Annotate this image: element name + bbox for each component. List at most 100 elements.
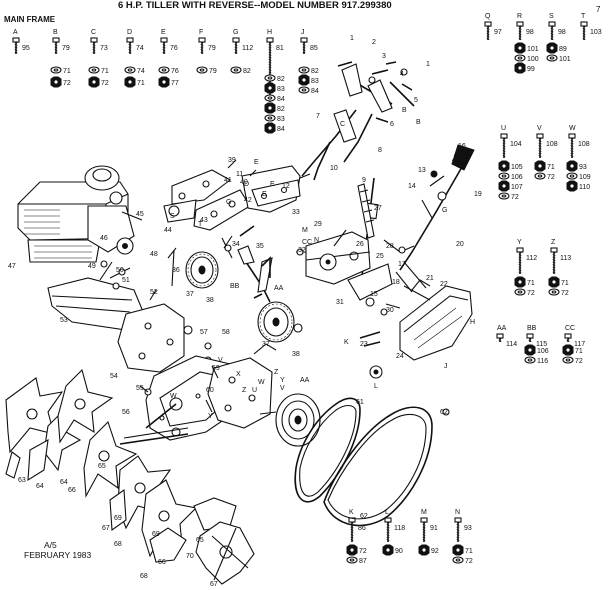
washer: [264, 74, 276, 82]
callout-handle: 15: [370, 291, 378, 298]
part-number: 72: [101, 80, 109, 87]
callout-tines: 64: [60, 479, 68, 486]
bolt-thread: [386, 536, 390, 539]
part-number: 105: [511, 164, 523, 171]
nut-hole: [302, 78, 306, 82]
hardware-letter: B: [53, 29, 58, 36]
hardware-letter: F: [199, 29, 203, 36]
hardware-right-groups: Q97R9810110099S9889101T103U1041051061077…: [346, 13, 602, 565]
hardware-letter: Z: [551, 239, 556, 246]
part-number: 95: [22, 45, 30, 52]
bolt-thread: [538, 150, 542, 152]
washer: [498, 192, 510, 200]
bolt-thread: [268, 44, 272, 46]
callout-frame: 56: [122, 409, 130, 416]
bolt-head: [420, 517, 428, 523]
callout-wheels: AA: [274, 285, 284, 292]
bolt-thread: [456, 534, 460, 536]
callout-tines: 64: [36, 483, 44, 490]
nut-hole: [518, 66, 522, 70]
hardware-letter: R: [517, 13, 522, 20]
bolt-thread: [54, 51, 58, 54]
callout-handle: 1: [426, 61, 430, 68]
bolt-head: [160, 37, 168, 43]
washer-hole: [565, 358, 571, 362]
bolt-thread: [570, 145, 574, 147]
part-number: 76: [170, 45, 178, 52]
hardware-letter: D: [127, 29, 132, 36]
callout-engine: S: [170, 213, 175, 220]
hardware-letter: J: [301, 29, 305, 36]
bolt-thread: [386, 521, 390, 524]
bolt-thread: [486, 35, 490, 38]
washer-hole: [527, 358, 533, 362]
bolt-thread: [162, 44, 166, 46]
bolt-thread: [200, 49, 204, 51]
callout-frame: X: [236, 371, 241, 378]
bolt-thread: [518, 259, 522, 261]
callout-tines: 67: [210, 581, 218, 588]
bolt-thread: [582, 33, 586, 35]
callout-frame: 59: [212, 365, 220, 372]
bolt-head: [526, 333, 534, 339]
callout-handle: J: [444, 363, 448, 370]
part-number: 71: [561, 280, 569, 287]
callout-handle: H: [470, 319, 475, 326]
callout-belts: 61: [356, 399, 364, 406]
callout-handle: 18: [392, 279, 400, 286]
small-pins: [167, 225, 271, 413]
hardware-letter: Y: [517, 239, 522, 246]
callout-engine: 44: [164, 227, 172, 234]
bolt-thread: [518, 266, 522, 269]
bolt-thread: [550, 28, 554, 30]
washer: [498, 172, 510, 180]
callout-tines: 66: [68, 487, 76, 494]
callout-wheels: 37: [262, 341, 270, 348]
bolt-thread: [502, 142, 506, 145]
bolt-thread: [518, 264, 522, 266]
bolt-thread: [268, 56, 272, 59]
bolt-thread: [422, 534, 426, 536]
nut-hole: [268, 106, 272, 110]
washer-hole: [569, 174, 575, 178]
bolt-thread: [502, 155, 506, 157]
washer: [452, 556, 464, 564]
nut-hole: [518, 280, 522, 284]
nut-hole: [550, 46, 554, 50]
callout-frame: V: [218, 357, 223, 364]
callout-handle: 23: [360, 341, 368, 348]
bolt-thread: [502, 152, 506, 155]
callout-tines: 62: [360, 513, 368, 520]
belt-62: [323, 406, 450, 527]
tine-set-right: [109, 455, 255, 585]
bolt-thread: [422, 524, 426, 526]
bolt-thread: [268, 61, 272, 64]
part-number: 100: [527, 56, 539, 63]
part-number: 97: [494, 29, 502, 36]
hardware-row: A95B797172C737172D747471E767677F7979G112…: [12, 29, 319, 134]
nut-hole: [268, 86, 272, 90]
bolt-thread: [302, 41, 306, 44]
callout-frame: 55: [136, 385, 144, 392]
bolt-head: [496, 333, 504, 339]
part-number: 74: [136, 45, 144, 52]
callout-wheels: 37: [186, 291, 194, 298]
callout-engine: 49: [88, 263, 96, 270]
hardware-letter: A: [13, 29, 18, 36]
part-number: 83: [277, 116, 285, 123]
nut-hole: [552, 280, 556, 284]
callout-engine: 53: [60, 317, 68, 324]
part-number: 112: [242, 45, 253, 52]
callout-labels: 123415678BBC91011E12EEDG13141619G202122H…: [8, 35, 482, 588]
callout-handle: 30: [386, 307, 394, 314]
part-number: 71: [101, 68, 109, 75]
bolt-thread: [498, 337, 502, 340]
washer: [514, 54, 526, 62]
bolt-thread: [552, 266, 556, 269]
bolt-thread: [14, 44, 18, 46]
part-number: 82: [277, 106, 285, 113]
bolt-thread: [386, 524, 390, 526]
callout-tines: 69: [114, 515, 122, 522]
side-frame-left: [117, 289, 212, 373]
bolt-thread: [268, 51, 272, 54]
